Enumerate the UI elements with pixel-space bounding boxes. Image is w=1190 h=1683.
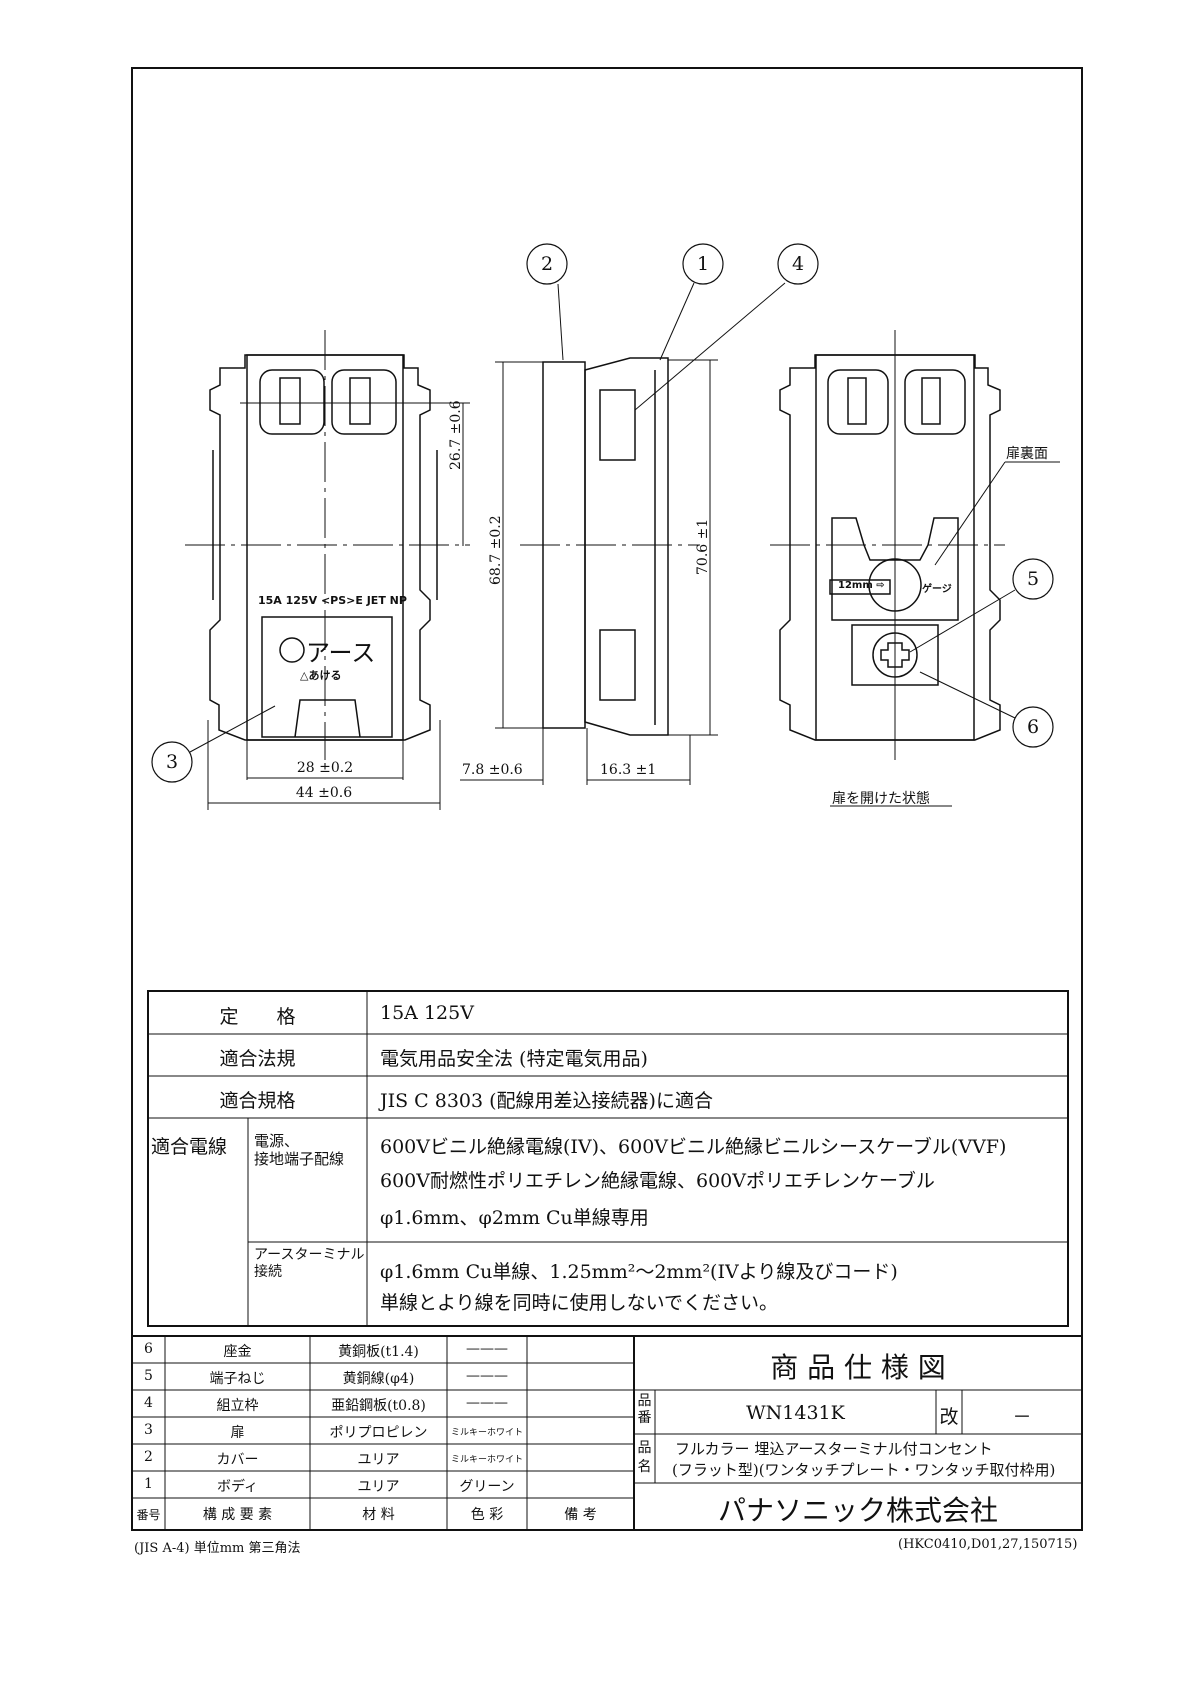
part-color: グリーン: [459, 1479, 515, 1495]
part-name: 扉: [230, 1425, 245, 1441]
spec-value-standard: JIS C 8303 (配線用差込接続器)に適合: [380, 1090, 713, 1112]
dim-26-7: 26.7 ±0.6: [448, 400, 464, 470]
product-no: WN1431K: [746, 1402, 845, 1424]
power-wire-line-2: 600V耐燃性ポリエチレン絶縁電線、600Vポリエチレンケーブル: [380, 1170, 935, 1192]
footer-left: (JIS A-4) 単位mm 第三角法: [134, 1541, 301, 1556]
open-door-view: [779, 354, 1001, 741]
balloon-5: [1012, 558, 1054, 600]
company-name: パナソニック株式会社: [717, 1494, 998, 1527]
part-name: ボディ: [216, 1479, 259, 1495]
part-material: ユリア: [357, 1452, 400, 1468]
part-color: ———: [466, 1341, 508, 1357]
header-part: 構 成 要 素: [202, 1507, 273, 1523]
power-wire-label: 電源、 接地端子配線: [254, 1132, 345, 1168]
part-color: ———: [466, 1368, 508, 1384]
header-note: 備 考: [564, 1507, 597, 1523]
product-name-line-2: (フラット型)(ワンタッチプレート・ワンタッチ取付枠用): [672, 1461, 1056, 1479]
balloon-5-label: 5: [1026, 568, 1040, 590]
spec-label-standard: 適合規格: [219, 1090, 296, 1112]
power-wire-line-1: 600Vビニル絶縁電線(IV)、600Vビニル絶縁ビニルシースケーブル(VVF): [380, 1136, 1007, 1158]
part-no: 6: [144, 1341, 153, 1357]
header-color: 色 彩: [470, 1507, 504, 1523]
spec-label-law: 適合法規: [219, 1048, 296, 1070]
part-color: ———: [466, 1395, 508, 1411]
part-material: 黄銅板(t1.4): [338, 1344, 419, 1360]
earth-wire-label: アースターミナル 接続: [254, 1247, 365, 1280]
balloon-1: [682, 243, 724, 285]
gauge-text: ゲージ: [922, 584, 952, 595]
spec-value-rating: 15A 125V: [380, 1002, 474, 1024]
product-name-line-1: フルカラー 埋込アースターミナル付コンセント: [675, 1440, 993, 1458]
product-name-label: 品名: [637, 1440, 652, 1475]
revision: －: [1012, 1406, 1032, 1428]
part-name: 組立枠: [216, 1398, 259, 1414]
front-marking: 15A 125V <PS>E JET NP: [258, 594, 407, 607]
footer-right: (HKC0410,D01,27,150715): [898, 1537, 1078, 1552]
balloon-3-label: 3: [165, 751, 179, 773]
part-no: 4: [144, 1395, 153, 1411]
power-wire-line-3: φ1.6mm、φ2mm Cu単線専用: [380, 1207, 649, 1229]
dim-44: 44 ±0.6: [295, 785, 353, 801]
dim-70-6: 70.6 ±1: [695, 518, 711, 575]
part-material: ポリプロピレン: [329, 1425, 428, 1441]
balloon-2-label: 2: [540, 253, 554, 275]
balloon-1-label: 1: [696, 253, 710, 275]
dim-28: 28 ±0.2: [296, 760, 354, 776]
balloon-6-label: 6: [1026, 716, 1040, 738]
header-no: 番号: [136, 1508, 161, 1522]
part-color: ミルキーホワイト: [450, 1428, 523, 1438]
sheet-border: [131, 67, 1083, 1531]
spec-label-rating: 定 格: [219, 1006, 296, 1028]
earth-label: アース: [306, 639, 376, 667]
wire-label: 適合電線: [151, 1136, 228, 1158]
door-back-label: 扉裏面: [1006, 446, 1048, 462]
earth-wire-line-2: 単線とより線を同時に使用しないでください。: [380, 1292, 779, 1314]
part-material: 亜鉛鋼板(t0.8): [331, 1398, 426, 1414]
revision-label: 改: [939, 1406, 959, 1428]
part-material: 黄銅線(φ4): [342, 1371, 415, 1387]
part-name: 端子ねじ: [209, 1371, 266, 1387]
spec-table-grid: [147, 990, 1069, 1327]
parts-table-grid: [132, 1335, 1082, 1530]
balloon-3: [151, 741, 193, 783]
balloon-2: [526, 243, 568, 285]
part-no: 5: [144, 1368, 153, 1384]
spec-value-law: 電気用品安全法 (特定電気用品): [380, 1048, 648, 1070]
part-no: 3: [144, 1422, 153, 1438]
balloons: [151, 243, 1054, 783]
sheet-title: 商 品 仕 様 図: [770, 1351, 946, 1384]
side-view: [542, 357, 669, 736]
part-name: 座金: [223, 1344, 252, 1360]
part-no: 1: [144, 1476, 153, 1492]
dim-16-3: 16.3 ±1: [600, 762, 657, 778]
part-material: ユリア: [357, 1479, 400, 1495]
header-material: 材 料: [362, 1507, 395, 1523]
earth-wire-line-1: φ1.6mm Cu単線、1.25mm²～2mm²(IVより線及びコード): [380, 1261, 898, 1283]
gauge-label: 12mm ⇨: [838, 580, 885, 591]
dim-7-8: 7.8 ±0.6: [462, 762, 523, 778]
product-no-label: 品番: [637, 1393, 652, 1426]
dim-68-7: 68.7 ±0.2: [488, 515, 504, 585]
part-name: カバー: [216, 1452, 259, 1468]
balloon-6: [1012, 706, 1054, 748]
balloon-4-label: 4: [791, 253, 805, 275]
open-state-caption: 扉を開けた状態: [832, 791, 930, 807]
balloon-4: [777, 243, 819, 285]
open-label: △あける: [300, 669, 342, 682]
part-color: ミルキーホワイト: [450, 1455, 523, 1465]
part-no: 2: [144, 1449, 153, 1465]
